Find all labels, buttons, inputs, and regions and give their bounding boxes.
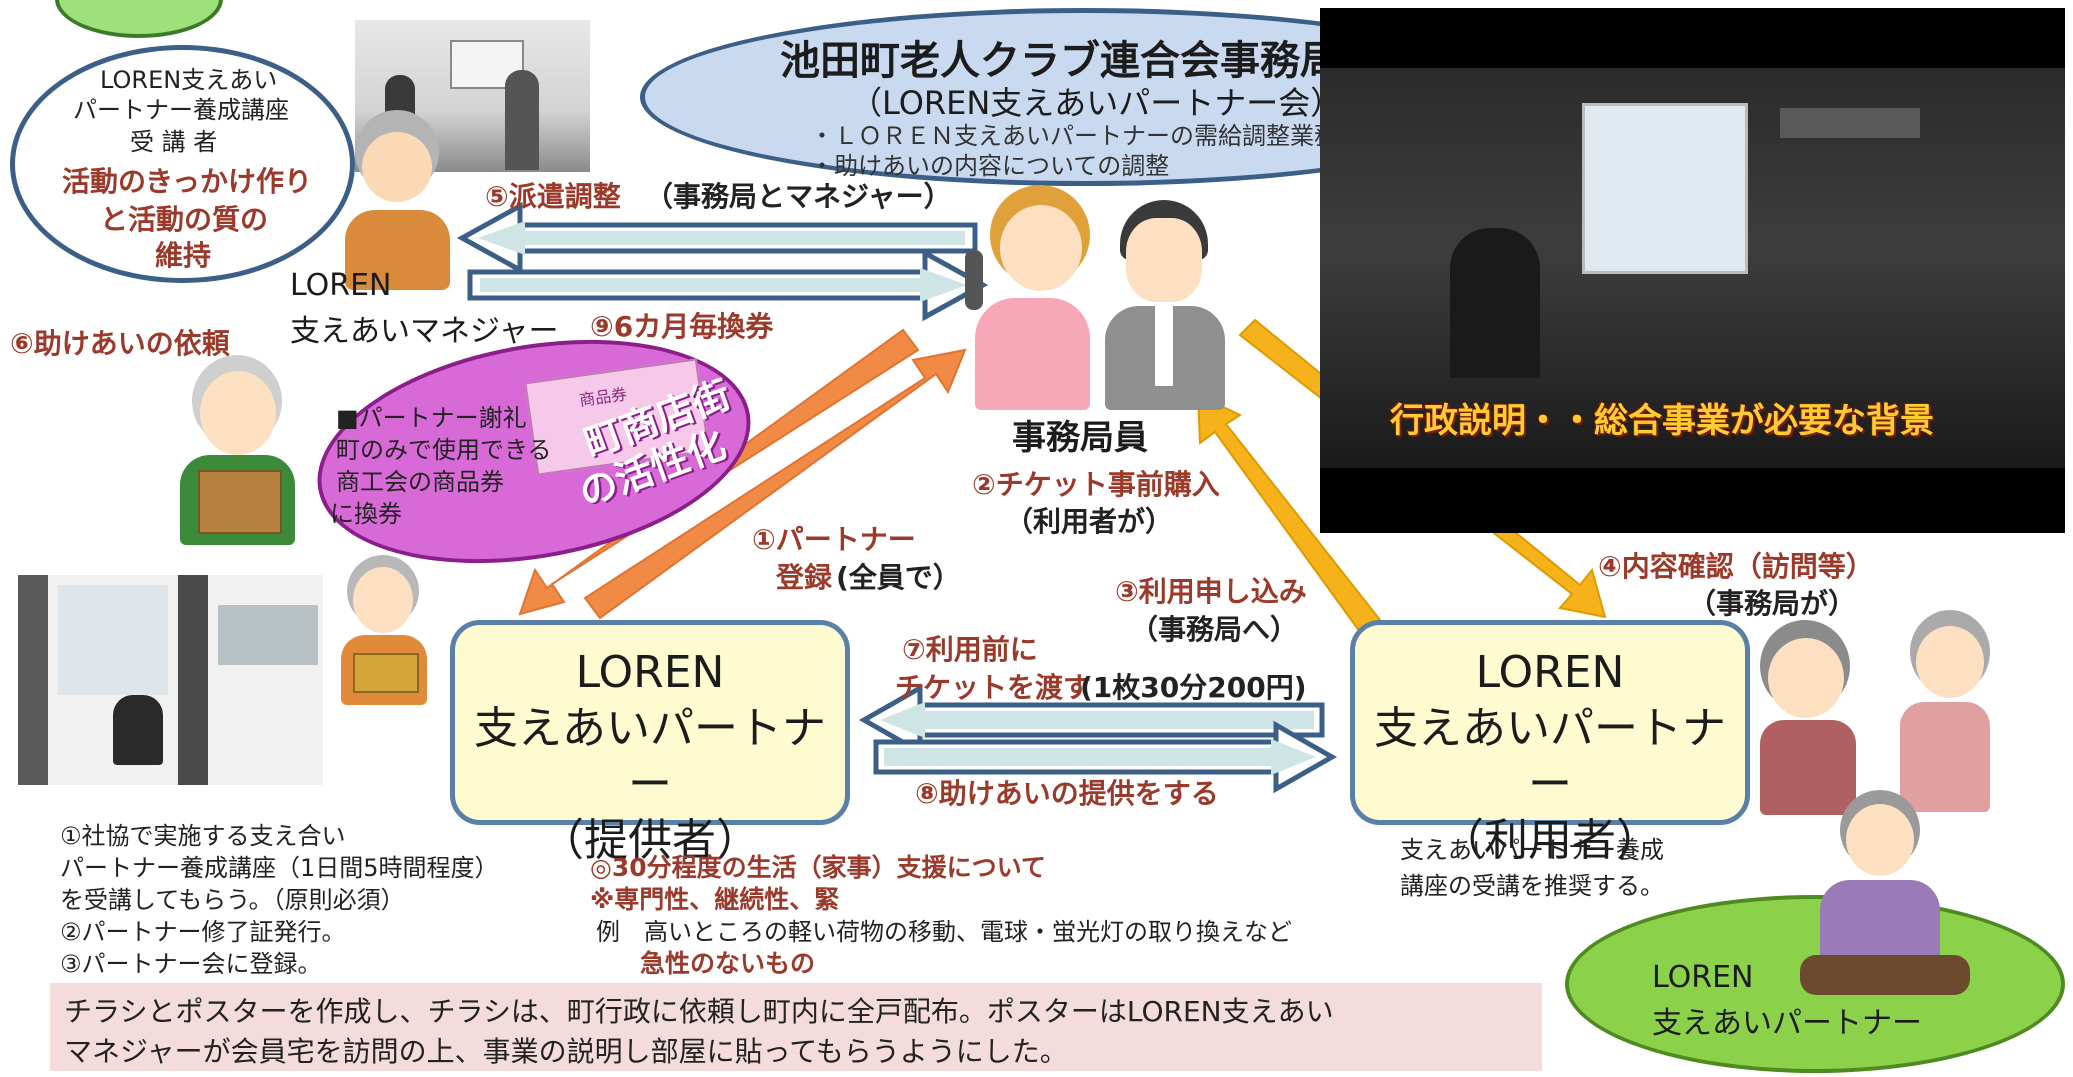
reward-line4: に換券 [330,500,402,528]
notes-left-4: ②パートナー修了証発行。 [60,918,346,946]
notes-left-5: ③パートナー会に登録。 [60,950,322,978]
notes-right-2: 講座の受講を推奨する。 [1400,872,1664,900]
flow-3-label: ③利用申し込み [1115,575,1307,608]
flow-4-label: ④内容確認（訪問等） [1598,550,1874,583]
video-caption: 行政説明・・総合事業が必要な背景 [1390,401,1934,441]
footer-line1: チラシとポスターを作成し、チラシは、町行政に依頼し町内に全戸配布。ポスターはLO… [64,995,1334,1028]
helper-figure [335,555,435,730]
office-title: 池田町老人クラブ連合会事務局 [780,38,1340,84]
green-oval-line2: 支えあいパートナー [1652,1006,1922,1041]
manager-label-1: LOREN [290,268,392,303]
arrow-apply-use [1196,393,1382,634]
flow-4-note: （事務局が） [1688,587,1857,620]
flow-7-ticket: チケットを渡す [895,671,1092,704]
flow-2-label: ②チケット事前購入 [972,468,1220,501]
flow-8-label: ⑧助けあいの提供をする [915,777,1219,810]
staff-label: 事務局員 [1012,418,1148,458]
arrow-partner-register-up [583,348,967,620]
flow-2-note: （利用者が） [1005,505,1174,538]
flow-6-label: ⑥助けあいの依頼 [10,327,230,360]
user-line2: 支えあいパートナー [1374,703,1726,810]
notes-left-2: パートナー養成講座（1日間5時間程度） [60,854,499,882]
trainee-line3: 受 講 者 [130,128,218,156]
flow-5-label: ⑤派遣調整 [485,180,621,213]
notes-center-3: 例 高いところの軽い荷物の移動、電球・蛍光灯の取り換えなど [596,918,1292,946]
footer-banner [50,983,1542,1071]
notes-center-4: 急性のないもの [640,949,816,978]
staff-woman-figure [965,180,1105,410]
snow-window-photo [18,575,323,785]
trainee-oval [10,45,355,283]
arrow-dispatch-coordination [456,201,978,275]
manager-figure [330,110,470,290]
arrow-semiannual-exchange [467,248,989,322]
trainee-red3: 維持 [155,239,212,272]
arrow-hand-ticket [858,683,1325,757]
flow-7-label: ⑦利用前に [902,633,1038,666]
fallen-elder-figure [1800,790,1970,1000]
staff-man-figure [1100,200,1230,410]
provider-line1: LOREN [575,647,725,698]
user-line3: （利用者） [1440,815,1660,866]
elderly-requester-figure [170,355,310,565]
trainee-red2: と活動の質の [100,203,269,236]
arrow-provide-help [873,720,1338,794]
provider-line3: （提供者） [540,815,760,866]
projection-screen [1582,103,1748,274]
reward-line2: 町のみで使用できる [336,436,552,464]
flow-1-register: 登録 [776,561,833,594]
trainee-line1: LOREN支えあい [100,66,278,94]
provider-box: LOREN 支えあいパートナー （提供者） [450,620,850,866]
user-line1: LOREN [1475,647,1625,698]
notes-left-3: を受講してもらう。（原則必須） [60,886,405,914]
user-box: LOREN 支えあいパートナー （利用者） [1350,620,1750,866]
provider-line2: 支えあいパートナー [474,703,826,810]
elderly-group-figure [1760,610,1990,820]
notes-center-2: ※専門性、継続性、緊 [590,885,840,914]
trainee-red1: 活動のきっかけ作り [62,165,313,198]
green-oval-line1: LOREN [1652,960,1754,995]
trainee-line2: パートナー養成講座 [73,96,289,124]
office-bullet-1: ・ＬＯＲＥＮ支えあいパートナーの需給調整業務 [810,122,1338,150]
footer-line2: マネジャーが会員宅を訪問の上、事業の説明し部屋に貼ってもらうようにした。 [64,1035,1068,1068]
notes-center-1: ◎30分程度の生活（家事）支援について [590,853,1046,882]
manager-label-2: 支えあいマネジャー [290,314,559,349]
flow-7-note: (1枚30分200円) [1080,671,1307,704]
flow-1-note: (全員で） [836,561,961,594]
office-bullet-2: ・助けあいの内容についての調整 [810,152,1170,180]
flow-9-label: ⑨6カ月毎換券 [590,310,774,343]
reward-line1: ■パートナー謝礼 [336,404,527,432]
flow-3-note: （事務局へ） [1130,613,1299,646]
notes-left-1: ①社協で実施する支え合い [60,822,346,850]
notes-right-1: 支えあいパートナー養成 [1400,836,1664,864]
office-subtitle: （LOREN支えあいパートナー会） [850,84,1343,122]
flow-5-note: （事務局とマネジャー） [645,180,952,213]
flow-1-label: ①パートナー [752,523,916,556]
video-frame: 行政説明・・総合事業が必要な背景 [1320,8,2065,533]
reward-line3: 商工会の商品券 [336,468,504,496]
